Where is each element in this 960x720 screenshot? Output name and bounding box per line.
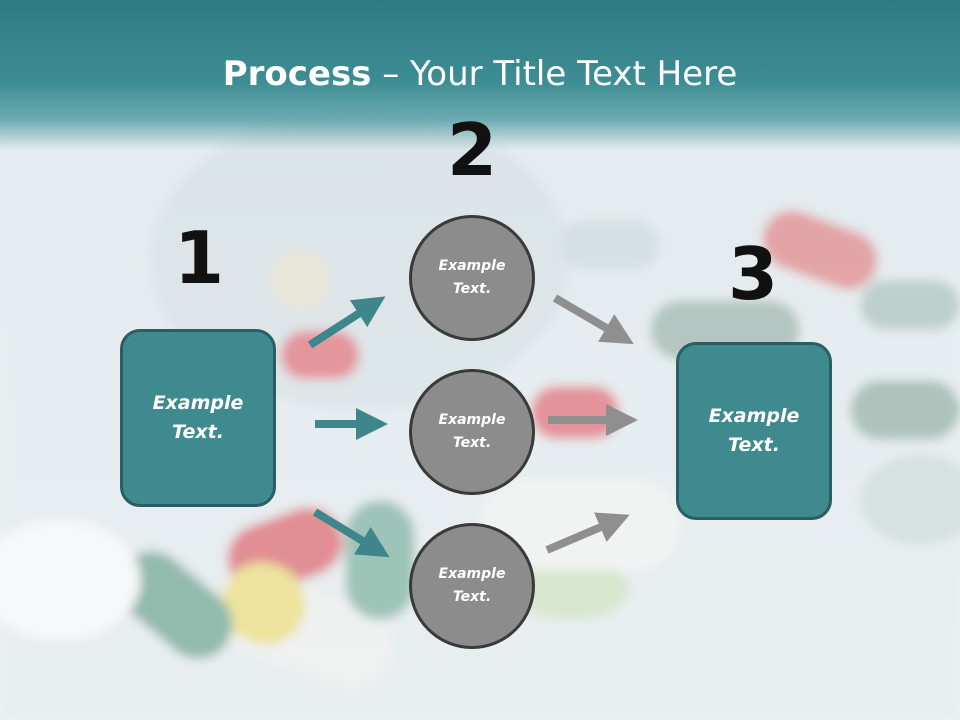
- step-2-circle-bottom: Example Text.: [409, 523, 535, 649]
- title-rest: – Your Title Text Here: [371, 54, 738, 94]
- step-3-number: 3: [727, 232, 779, 316]
- arrow-top-to-3: [552, 294, 634, 345]
- step-1-number: 1: [173, 216, 225, 300]
- step-2-bottom-text: Example Text.: [438, 566, 506, 605]
- step-2-number: 2: [446, 108, 498, 192]
- title-bold: Process: [222, 54, 372, 94]
- step-2-middle-text: Example Text.: [438, 412, 506, 451]
- step-3-text: Example Text.: [708, 405, 800, 456]
- step-2-circle-top: Example Text.: [409, 215, 535, 341]
- slide-title: Process – Your Title Text Here: [0, 52, 960, 96]
- step-3-box: Example Text.: [676, 342, 832, 520]
- arrow-bottom-to-3: [545, 512, 630, 554]
- step-1-text: Example Text.: [152, 392, 244, 443]
- step-2-top-text: Example Text.: [438, 258, 506, 297]
- step-2-circle-middle: Example Text.: [409, 369, 535, 495]
- step-1-box: Example Text.: [120, 329, 276, 507]
- arrow-1-to-top: [307, 296, 386, 349]
- arrow-1-to-bottom: [312, 508, 390, 558]
- title-bar: [0, 0, 960, 150]
